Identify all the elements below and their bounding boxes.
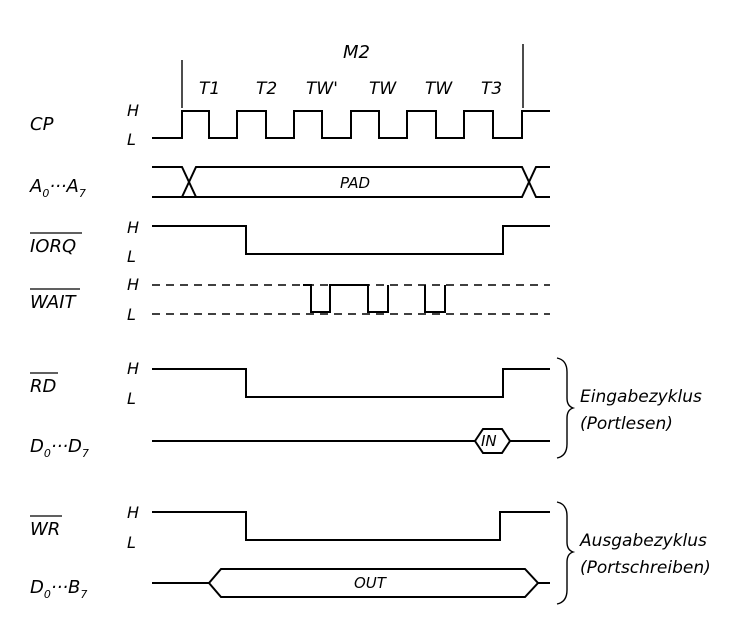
iorq-waveform	[152, 225, 550, 255]
iorq-high-level: H	[127, 218, 139, 237]
t-state-label: T1	[199, 79, 220, 99]
t-state-label: TW	[425, 79, 453, 99]
cp-high-level: H	[127, 101, 139, 120]
cp-low-level: L	[127, 130, 136, 149]
iorq-signal-name: IORQ	[30, 236, 76, 257]
t-state-label: TW	[369, 79, 397, 99]
t-state-label: T2	[256, 79, 277, 99]
address-bus-value: PAD	[340, 174, 370, 192]
t-state-label: T3	[481, 79, 502, 99]
wait-high-level: H	[127, 275, 139, 294]
data-out-bus-name: D0···B7	[30, 577, 87, 601]
iorq-low-level: L	[127, 247, 136, 266]
wr-high-level: H	[127, 503, 139, 522]
wait-waveform	[303, 284, 446, 313]
wait-low-level: L	[127, 305, 136, 324]
data-in-hexagon	[473, 428, 512, 454]
wr-signal-name: WR	[30, 519, 60, 540]
address-bus-name: A0···A7	[29, 176, 86, 200]
wr-low-level: L	[127, 533, 136, 552]
rd-waveform	[152, 368, 550, 398]
cp-signal-name: CP	[30, 114, 54, 135]
data-in-bus-name: D0···D7	[30, 436, 89, 460]
t-state-label: TW'	[306, 79, 338, 99]
rd-signal-name: RD	[30, 376, 56, 397]
wait-signal-name: WAIT	[30, 292, 78, 313]
output-cycle-subtitle: (Portschreiben)	[580, 558, 711, 578]
data-out-hexagon	[207, 568, 540, 598]
machine-cycle-label: M2	[343, 42, 370, 63]
output-cycle-brace	[556, 501, 576, 605]
rd-high-level: H	[127, 359, 139, 378]
input-cycle-title: Eingabezyklus	[580, 387, 702, 407]
input-cycle-subtitle: (Portlesen)	[580, 414, 673, 434]
wr-waveform	[152, 511, 550, 541]
data-in-value: IN	[481, 432, 497, 450]
output-cycle-title: Ausgabezyklus	[579, 531, 707, 551]
cp-clock-waveform	[152, 110, 550, 139]
data-out-value: OUT	[354, 574, 388, 592]
input-cycle-brace	[556, 357, 576, 459]
address-bus-waveform	[152, 166, 550, 198]
rd-low-level: L	[127, 389, 136, 408]
